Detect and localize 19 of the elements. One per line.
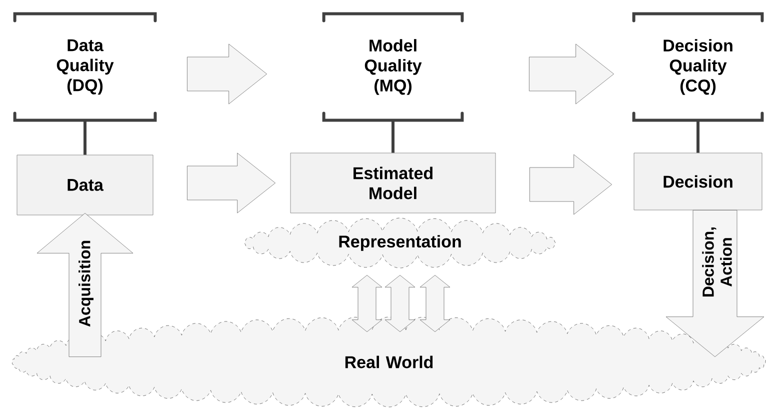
block-arrow [529,44,614,104]
block-arrow [187,44,267,104]
bracket-frame: Data Quality (DQ) [13,12,157,122]
block-arrow [187,152,276,214]
double-arrow [420,275,450,332]
process-box: Estimated Model [290,152,496,214]
process-box: Decision [634,152,762,210]
connector-line [84,120,86,155]
block-arrow [666,210,764,357]
block-arrow [36,213,134,357]
bracket-frame: Decision Quality (CQ) [632,12,764,122]
process-box: Data [16,154,154,216]
edge-label: Decision, Action [702,228,732,296]
block-arrow [530,154,612,215]
double-arrow [352,275,382,332]
connector-line [392,120,394,153]
double-arrow [384,275,416,332]
bracket-frame: Model Quality (MQ) [322,12,464,122]
connector-line [696,120,700,153]
